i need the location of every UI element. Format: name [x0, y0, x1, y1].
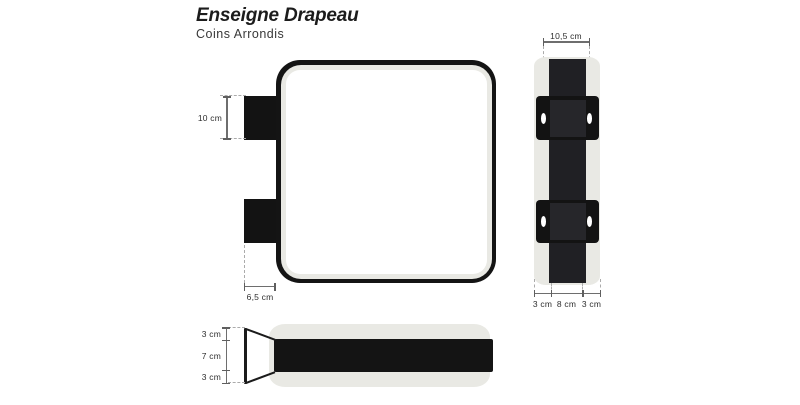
dim-dash [582, 283, 584, 293]
dim-label-bracket-depth: 6,5 cm [246, 291, 274, 302]
dim-serif [582, 290, 584, 298]
dim-serif [222, 327, 231, 329]
page-title: Enseigne Drapeau [196, 5, 359, 26]
dim-serif [533, 290, 536, 298]
dim-serif-top [222, 96, 231, 98]
dim-line-hole-spacing [543, 41, 590, 43]
side-bracket-bottom [536, 200, 599, 243]
sign-border [276, 60, 496, 283]
sign-face [285, 69, 487, 274]
dim-dash [228, 382, 245, 384]
dim-serif-left [542, 38, 544, 46]
dim-serif-left [244, 283, 246, 291]
dim-serif [550, 290, 553, 298]
dim-dash [228, 326, 245, 328]
bracket-wall-plate [244, 327, 247, 384]
dim-dash-left [243, 245, 245, 288]
dim-serif [222, 339, 231, 341]
dim-serif [222, 382, 231, 385]
screw-hole [541, 112, 547, 124]
sign-rim [280, 64, 492, 279]
wall-bracket-bottom [244, 199, 276, 243]
dim-serif [599, 290, 602, 298]
dim-dash [599, 279, 601, 293]
side-bracket-top-inner [550, 99, 586, 137]
dim-serif-right [274, 283, 276, 291]
dim-serif-bottom [222, 138, 231, 140]
dim-dash-top [220, 95, 246, 97]
dim-label-depth-top: 3 cm [201, 329, 221, 339]
screw-hole [587, 215, 593, 227]
dim-serif [222, 370, 231, 372]
page-subtitle: Coins Arrondis [196, 27, 285, 41]
dim-dash [550, 283, 552, 293]
dim-line [244, 286, 276, 288]
dim-line [226, 327, 228, 384]
screw-hole [541, 215, 547, 227]
side-bracket-top [536, 96, 599, 140]
dim-label-side-left: 3 cm [532, 298, 553, 309]
bottom-sign-bar [274, 338, 493, 372]
dim-line [534, 293, 601, 295]
dim-serif-right [588, 38, 591, 46]
dim-line [226, 97, 228, 139]
dim-dash-bottom [220, 138, 246, 140]
wall-bracket-top [244, 96, 276, 140]
dim-label-side-middle: 8 cm [556, 298, 577, 309]
dim-label-bracket-height: 10 cm [197, 113, 222, 123]
side-bracket-bottom-inner [550, 203, 586, 240]
dim-label-hole-spacing: 10,5 cm [550, 30, 582, 41]
dim-label-side-right: 3 cm [581, 298, 602, 309]
dim-label-depth-middle: 7 cm [201, 350, 221, 361]
dim-dash [533, 279, 535, 293]
screw-hole [587, 112, 593, 124]
dim-label-depth-bottom: 3 cm [201, 372, 221, 382]
